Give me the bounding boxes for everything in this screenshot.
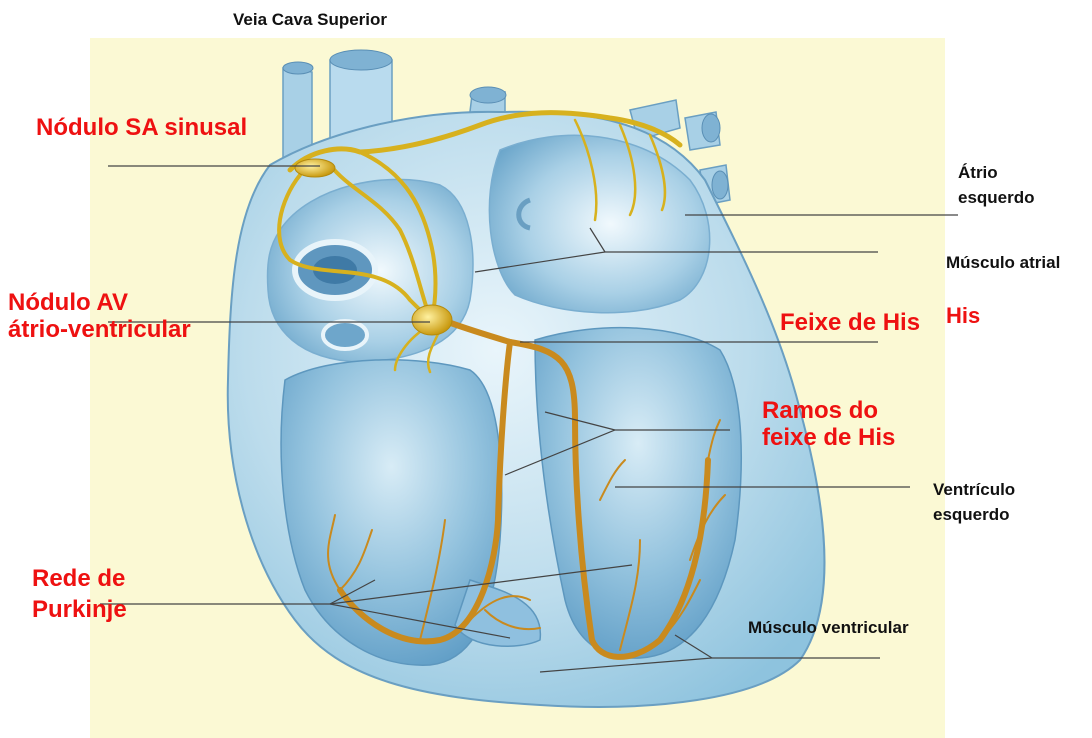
label-atrio-esquerdo: Átrio esquerdo [958, 163, 1035, 207]
label-feixe-de-his-overlap: His [946, 304, 980, 329]
av-node [412, 305, 452, 335]
sa-node [295, 159, 335, 177]
label-musculo-ventricular: Músculo ventricular [748, 618, 909, 637]
label-ventriculo-esquerdo: Ventrículo esquerdo [933, 480, 1015, 524]
label-rede-de-purkinje: Rede de Purkinje [32, 563, 127, 625]
label-ramos-do-feixe: Ramos do feixe de His [762, 398, 895, 452]
label-nodulo-av: Nódulo AV átrio-ventricular [8, 290, 191, 344]
label-veia-cava-superior: Veia Cava Superior [233, 10, 387, 29]
label-nodulo-sa: Nódulo SA sinusal [36, 115, 247, 142]
label-feixe-de-his: Feixe de His [780, 310, 920, 337]
label-musculo-atrial: Músculo atrial [946, 253, 1060, 272]
